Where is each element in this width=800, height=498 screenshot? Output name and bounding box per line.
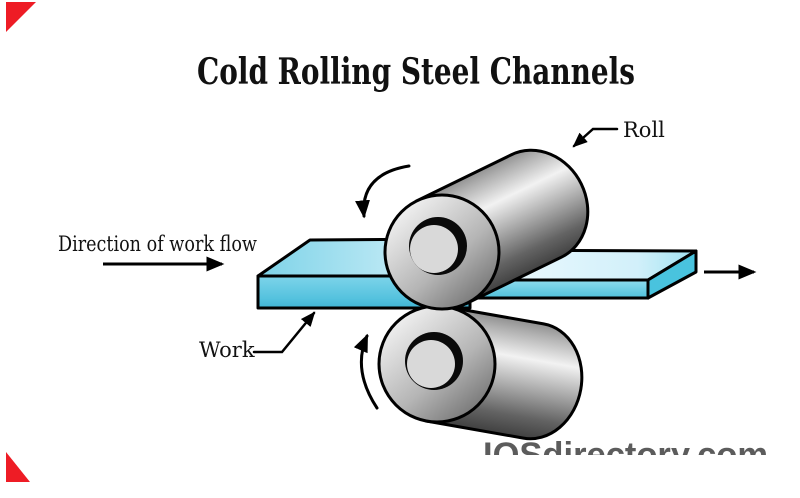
direction-label: Direction of work flow bbox=[58, 232, 257, 256]
work-leader-arrow bbox=[252, 311, 316, 354]
bottom-roller bbox=[377, 304, 584, 441]
bottom-roller-rotation-arrow bbox=[353, 333, 379, 410]
bottom-roller-bore-center bbox=[407, 340, 455, 388]
top-roller-bore-center bbox=[410, 225, 458, 273]
roll-leader-arrow bbox=[572, 127, 619, 148]
top-roller-rotation-arrow bbox=[355, 164, 411, 219]
work-label: Work bbox=[199, 338, 255, 362]
corner-marker-top-left bbox=[6, 2, 36, 32]
roll-label: Roll bbox=[623, 118, 665, 142]
top-roller bbox=[383, 148, 590, 311]
diagram-title: Cold Rolling Steel Channels bbox=[197, 51, 635, 93]
corner-marker-bottom-left bbox=[6, 452, 30, 482]
watermark-text: IQSdirectory.com bbox=[483, 436, 768, 474]
